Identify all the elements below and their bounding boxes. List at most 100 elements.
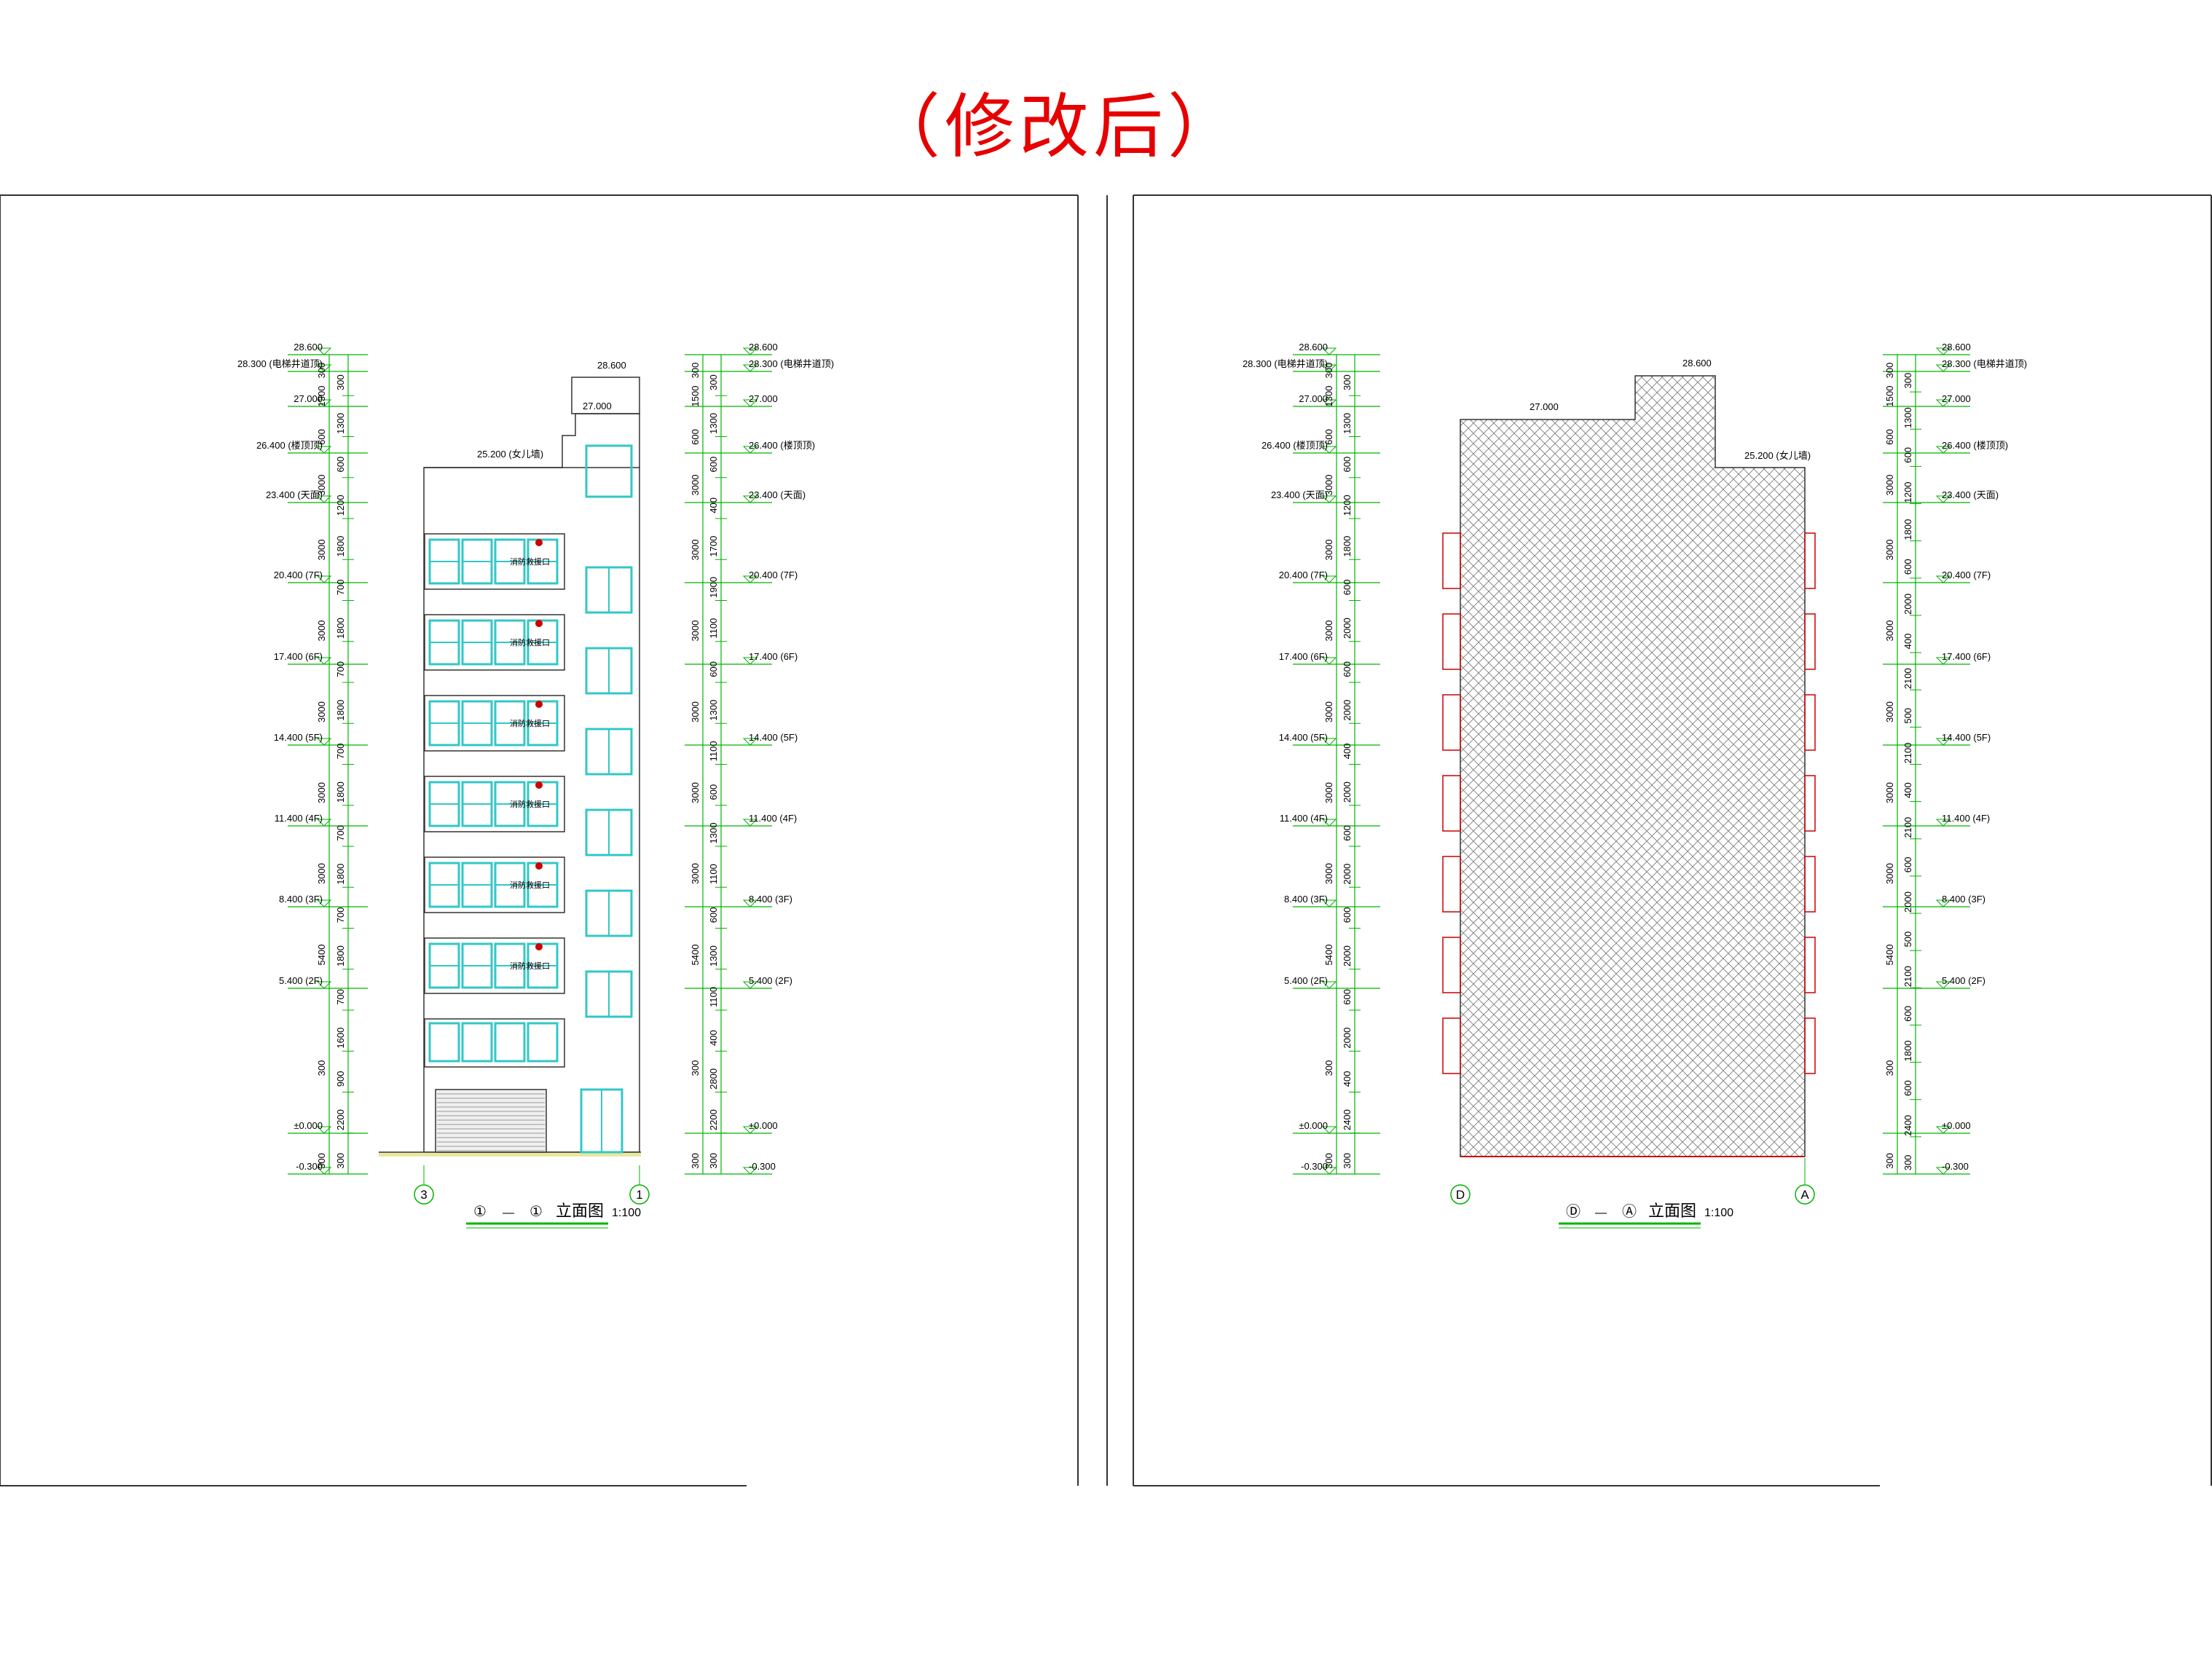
dim-value: 1600 (335, 1028, 346, 1049)
dim-value: 1300 (708, 700, 719, 721)
dim-value: 300 (1884, 363, 1895, 379)
dim-value: 600 (708, 661, 719, 677)
rescue-marker (535, 620, 543, 627)
level-marker (1321, 347, 1337, 355)
dim-value: 2100 (1902, 817, 1913, 838)
level-label: 11.400 (4F) (275, 813, 323, 824)
level-label: 5.400 (2F) (279, 975, 323, 986)
dim-value: 2000 (1342, 700, 1353, 721)
level-marker (1935, 1126, 1951, 1134)
dim-value: 600 (708, 784, 719, 800)
dim-value: 300 (690, 1153, 701, 1169)
rescue-marker (535, 781, 543, 789)
level-marker (316, 575, 332, 583)
dim-value: 600 (708, 907, 719, 923)
level-label: 26.400 (楼顶顶) (1262, 440, 1328, 451)
window-pane (461, 1022, 493, 1063)
dim-value: 2400 (1902, 1115, 1913, 1136)
dim-value: 1100 (708, 741, 719, 761)
level-label: 28.600 (1299, 342, 1328, 352)
level-marker (1935, 738, 1951, 746)
level-label: 11.400 (4F) (1280, 813, 1328, 824)
side-balcony (1804, 937, 1816, 993)
page-title: （修改后） (870, 86, 1242, 168)
level-label: 8.400 (3F) (1942, 894, 1985, 905)
dim-value: 1300 (316, 386, 327, 407)
level-label: 20.400 (7F) (274, 570, 323, 580)
level-marker (1935, 899, 1951, 907)
level-marker (742, 495, 758, 503)
level-label: ±0.000 (1942, 1120, 1971, 1131)
rescue-window-label: 消防救援口 (510, 637, 550, 647)
level-label: -0.300 (749, 1161, 776, 1172)
level-label: 14.400 (5F) (749, 732, 798, 743)
dim-value: 1800 (335, 864, 346, 885)
dim-value: 300 (335, 374, 346, 390)
dim-value: 300 (1342, 1153, 1353, 1169)
dim-value: 2000 (1342, 864, 1353, 885)
dim-value: 700 (335, 744, 346, 760)
level-label: 5.400 (2F) (1942, 975, 1985, 986)
axis-bubble (1795, 1184, 1815, 1205)
dim-value: 1300 (335, 413, 346, 434)
axis-label: 1 (636, 1188, 642, 1202)
level-marker (1935, 1167, 1951, 1175)
rescue-marker (535, 862, 543, 870)
rescue-marker (535, 943, 543, 950)
dim-value: 600 (1342, 661, 1353, 677)
dim-value: 2400 (1342, 1109, 1353, 1130)
level-label: 8.400 (3F) (279, 894, 323, 905)
level-marker (1935, 446, 1951, 454)
title-dash: — (503, 1207, 514, 1219)
dim-value: 600 (335, 457, 346, 473)
level-marker (1321, 738, 1337, 746)
rescue-window-label: 消防救援口 (510, 880, 550, 890)
dim-value: 1100 (708, 864, 719, 884)
dim-value: 3000 (690, 475, 701, 496)
dim-value: 700 (335, 989, 346, 1005)
level-label: 28.300 (电梯井道顶) (749, 358, 834, 369)
dim-value: 3000 (1884, 782, 1895, 803)
dim-value: 1300 (1323, 386, 1334, 407)
dim-value: 600 (1902, 559, 1913, 575)
level-label: 8.400 (3F) (749, 894, 792, 905)
level-label: -0.300 (1301, 1161, 1328, 1172)
axis-bubble (629, 1184, 650, 1205)
level-label: 8.400 (3F) (1284, 894, 1328, 905)
level-marker (316, 364, 332, 372)
level-marker (316, 495, 332, 503)
balcony-band (424, 614, 565, 671)
dim-value: 1300 (708, 413, 719, 434)
dim-value: 2200 (335, 1109, 346, 1130)
level-marker (742, 446, 758, 454)
dim-value: 400 (1902, 782, 1913, 798)
balcony-band (424, 776, 565, 832)
balcony-band (424, 856, 565, 913)
dim-value: 1300 (708, 822, 719, 843)
dim-value: 3000 (316, 863, 327, 884)
dim-value: 600 (1884, 429, 1895, 445)
dim-value: 1500 (690, 386, 701, 407)
dim-value: 300 (316, 1060, 327, 1076)
dim-value: 1800 (1902, 1041, 1913, 1062)
dim-value: 600 (1902, 447, 1913, 463)
side-balcony (1442, 613, 1461, 670)
dim-value: 3000 (1323, 621, 1334, 642)
dim-value: 600 (1342, 989, 1353, 1005)
hatched-elevation (1460, 375, 1806, 1157)
dim-value: 300 (690, 1060, 701, 1076)
rescue-window-label: 消防救援口 (510, 961, 550, 971)
level-marker (316, 819, 332, 827)
level-label: 26.400 (楼顶顶) (1942, 440, 2008, 451)
dim-value: 3000 (1323, 863, 1334, 884)
axis-bubble (1450, 1184, 1471, 1205)
elevation-label: 27.000 (1530, 401, 1559, 412)
drawing-scale: 1:100 (1704, 1207, 1733, 1219)
level-label: -0.300 (1942, 1161, 1969, 1172)
dim-value: 300 (1323, 1060, 1334, 1076)
level-label: 20.400 (7F) (1942, 570, 1991, 580)
level-label: 23.400 (天面) (749, 489, 806, 500)
dim-value: 3000 (316, 621, 327, 642)
rescue-window-label: 消防救援口 (510, 799, 550, 809)
